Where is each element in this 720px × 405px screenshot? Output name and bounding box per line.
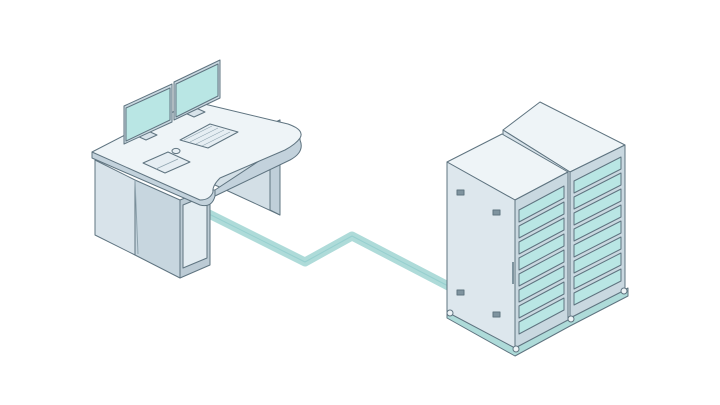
rack-side-vent xyxy=(456,189,465,196)
notepad-icon xyxy=(142,151,191,174)
rack-wheel xyxy=(512,345,520,353)
rack-wheel xyxy=(620,287,628,295)
keyboard-icon xyxy=(179,123,239,149)
rack-side-vent xyxy=(492,311,501,318)
server-rack-icon xyxy=(446,101,629,357)
mouse-icon xyxy=(171,147,181,155)
monitor-right-screen xyxy=(175,63,219,118)
rack-side-vent xyxy=(492,209,501,216)
rack-front-servers xyxy=(518,185,565,335)
rack-wheel xyxy=(567,315,575,323)
rack-back-servers xyxy=(573,156,622,306)
rack-side-vent xyxy=(456,289,465,296)
cabinet-seam xyxy=(134,179,139,255)
monitor-left-screen xyxy=(125,87,171,142)
rack-wheel xyxy=(446,309,454,317)
workstation-desk-icon xyxy=(91,59,302,279)
desk-left-cabinet-side xyxy=(134,179,181,279)
